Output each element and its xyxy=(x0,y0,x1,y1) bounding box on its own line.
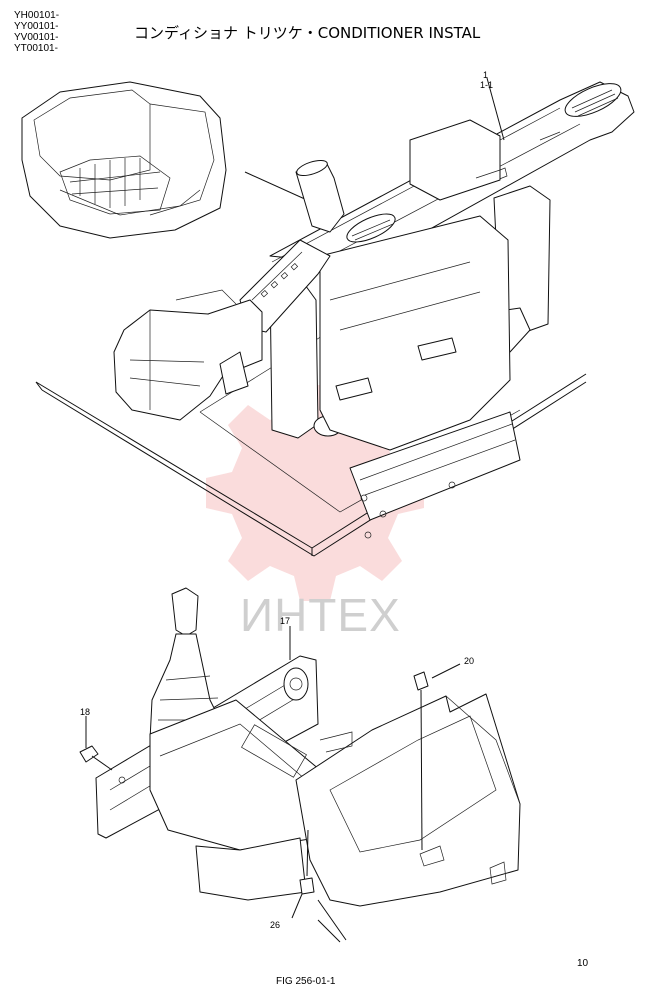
cab-inset-view xyxy=(21,81,339,239)
page-title: コンディショナ トリツケ・CONDITIONER INSTAL xyxy=(134,24,481,42)
callout-17: 17 xyxy=(280,616,291,626)
callout-1-1: 1-1 xyxy=(480,80,494,90)
console-assembly xyxy=(79,77,521,943)
callout-26: 26 xyxy=(270,920,281,930)
watermark-text: ИНТЕХ xyxy=(240,589,401,641)
serial-number: YT00101- xyxy=(14,43,58,54)
callout-18: 18 xyxy=(80,707,91,717)
callout-20: 20 xyxy=(464,656,475,666)
bolt-icon xyxy=(413,671,429,851)
figure-number: FIG 256-01-1 xyxy=(276,976,336,987)
bolt-icon xyxy=(79,745,113,771)
serial-number-list: YH00101- YY00101- YV00101- YT00101- xyxy=(14,10,59,54)
air-conditioner-unit xyxy=(113,81,635,539)
serial-number: YY00101- xyxy=(14,21,59,32)
page-number: 10 xyxy=(577,958,589,969)
serial-number: YV00101- xyxy=(14,32,59,43)
bolt-icon xyxy=(299,829,315,895)
serial-number: YH00101- xyxy=(14,10,60,21)
callout-1: 1 xyxy=(483,70,489,80)
